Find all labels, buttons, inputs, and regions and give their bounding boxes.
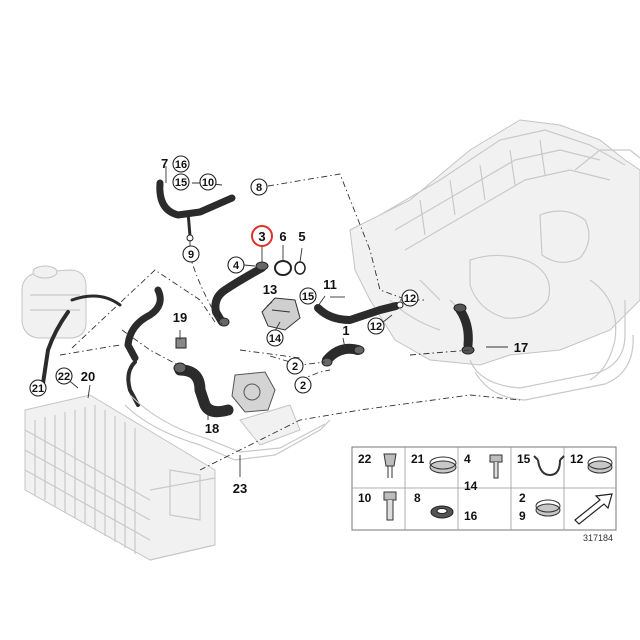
svg-text:17: 17 — [514, 340, 528, 355]
svg-text:10: 10 — [358, 491, 372, 505]
svg-text:4: 4 — [233, 260, 240, 272]
callout-19: 19 — [173, 310, 187, 325]
svg-text:21: 21 — [32, 383, 44, 395]
callout-2a: 2 — [286, 357, 304, 375]
callout-8: 8 — [250, 178, 268, 196]
callout-1: 1 — [342, 323, 349, 338]
callout-15b: 15 — [299, 287, 317, 305]
callout-13: 13 — [263, 282, 277, 297]
line-23 — [124, 394, 331, 461]
svg-text:2: 2 — [300, 380, 306, 392]
svg-text:13: 13 — [263, 282, 277, 297]
callout-12a: 12 — [401, 289, 419, 307]
radiator — [24, 394, 216, 561]
svg-text:3: 3 — [258, 229, 265, 244]
callout-7: 7 — [161, 156, 168, 171]
thermostat-housing — [231, 371, 301, 446]
svg-text:22: 22 — [358, 452, 372, 466]
bracket-13 — [261, 297, 301, 331]
svg-text:12: 12 — [370, 321, 382, 333]
svg-text:2: 2 — [519, 491, 526, 505]
svg-text:5: 5 — [298, 229, 305, 244]
radiator-return-line — [469, 300, 634, 401]
callout-18: 18 — [205, 421, 219, 436]
svg-text:10: 10 — [202, 177, 214, 189]
callout-11: 11 — [323, 277, 337, 292]
svg-text:18: 18 — [205, 421, 219, 436]
svg-text:12: 12 — [404, 293, 416, 305]
svg-text:20: 20 — [81, 369, 95, 384]
hardware-legend: 22 21 4 14 15 12 10 — [351, 446, 617, 531]
oring-5 — [294, 261, 306, 275]
callout-2b: 2 — [294, 376, 312, 394]
callout-15a: 15 — [172, 173, 190, 191]
svg-text:21: 21 — [411, 452, 425, 466]
legend-item-12: 12 — [570, 452, 613, 474]
svg-text:14: 14 — [269, 333, 282, 345]
svg-text:22: 22 — [58, 371, 70, 383]
callout-20: 20 — [81, 369, 95, 384]
callout-17: 17 — [514, 340, 528, 355]
svg-text:8: 8 — [256, 182, 262, 194]
svg-text:9: 9 — [188, 249, 194, 261]
legend-item-21: 21 — [411, 452, 457, 474]
hose-11 — [314, 301, 404, 324]
svg-text:14: 14 — [464, 479, 478, 493]
hose-1 — [321, 343, 365, 367]
engine-block-outline — [349, 119, 640, 381]
callout-10: 10 — [199, 173, 217, 191]
callout-23: 23 — [233, 481, 247, 496]
hose-7 — [156, 179, 236, 242]
svg-text:16: 16 — [175, 159, 187, 171]
legend-item-22: 22 — [358, 452, 397, 478]
callout-21: 21 — [29, 379, 47, 397]
clamp-6 — [274, 260, 292, 276]
svg-text:7: 7 — [161, 156, 168, 171]
legend-item-15: 15 — [517, 452, 565, 477]
hose-3 — [211, 261, 269, 327]
svg-text:1: 1 — [342, 323, 349, 338]
callout-16: 16 — [172, 155, 190, 173]
legend-item-8: 8 — [414, 491, 454, 519]
callout-14: 14 — [266, 329, 284, 347]
svg-text:9: 9 — [519, 509, 526, 523]
hose-17 — [453, 303, 475, 355]
svg-text:6: 6 — [279, 229, 286, 244]
svg-text:12: 12 — [570, 452, 584, 466]
callout-12b: 12 — [367, 317, 385, 335]
arrow-icon — [574, 493, 613, 525]
callout-3-highlighted: 3 — [251, 225, 273, 247]
legend-item-10: 10 — [358, 491, 397, 521]
reference-number: 317184 — [583, 533, 613, 543]
svg-text:317184: 317184 — [583, 533, 613, 543]
svg-text:15: 15 — [302, 291, 314, 303]
hose-18 — [173, 362, 234, 418]
legend-item-16: 16 — [464, 509, 478, 523]
callout-6: 6 — [279, 229, 286, 244]
svg-text:4: 4 — [464, 452, 471, 466]
legend-item-4: 4 14 — [464, 452, 503, 493]
hose-19 — [124, 286, 187, 407]
svg-text:8: 8 — [414, 491, 421, 505]
callout-22: 22 — [55, 367, 73, 385]
svg-text:19: 19 — [173, 310, 187, 325]
expansion-tank — [21, 265, 122, 392]
callout-5: 5 — [298, 229, 305, 244]
svg-text:15: 15 — [175, 177, 187, 189]
svg-text:16: 16 — [464, 509, 478, 523]
svg-text:23: 23 — [233, 481, 247, 496]
svg-text:15: 15 — [517, 452, 531, 466]
svg-text:2: 2 — [292, 361, 298, 373]
svg-text:11: 11 — [323, 277, 337, 292]
callout-4: 4 — [227, 256, 245, 274]
legend-item-2-9: 2 9 — [519, 491, 561, 523]
callout-9: 9 — [182, 245, 200, 263]
